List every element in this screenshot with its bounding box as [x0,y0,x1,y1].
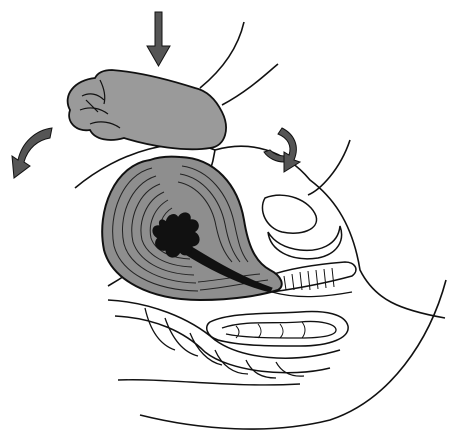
curved-arrow-right-icon [278,128,300,172]
uterus [102,157,282,300]
arrow-down-icon [147,12,170,66]
rectum [207,312,348,346]
gloved-hand [68,22,278,149]
hand-glove [68,70,226,149]
bladder-outline [262,195,316,233]
curved-arrow-right-tail [264,150,284,162]
curved-arrow-left-icon [12,128,52,178]
bladder [262,195,341,259]
canal-lower-wall [272,292,352,297]
lower-body-curve [140,280,446,429]
rectum-outer [207,312,348,346]
torso-line [308,140,350,195]
lower-spine-line [118,380,300,385]
forearm-sleeve [200,22,278,105]
vertebra-6 [276,362,304,376]
